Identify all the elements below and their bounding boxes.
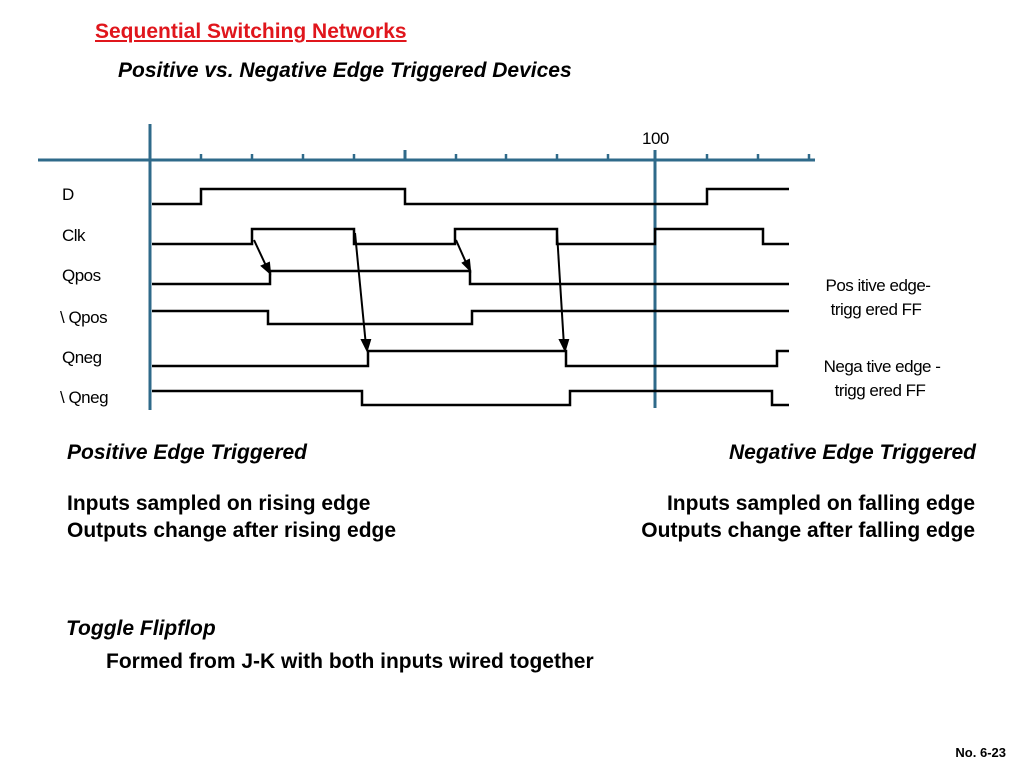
positive-line-2: Outputs change after rising edge [67, 519, 397, 542]
waveform-qneg [152, 349, 789, 368]
waveform-qpos [152, 269, 789, 286]
waveform-qpos-bar [152, 309, 789, 326]
timing-diagram: 100 D Clk Qpos \ Qpos Qneg \ Qneg Pos it… [38, 124, 941, 410]
arrow-neg-edge-2 [556, 232, 565, 347]
toggle-description: Formed from J-K with both inputs wired t… [106, 650, 594, 673]
signal-label-qpos-bar: \ Qpos [60, 308, 107, 327]
arrow-neg-edge-1 [354, 232, 367, 347]
slide-subtitle: Positive vs. Negative Edge Triggered Dev… [118, 59, 572, 82]
signal-label-qneg-bar: \ Qneg [60, 388, 108, 407]
negative-line-2: Outputs change after falling edge [641, 519, 975, 542]
annotation-positive-line2: trigg ered FF [831, 300, 922, 319]
negative-line-1: Inputs sampled on falling edge [666, 492, 975, 515]
arrowhead [558, 339, 570, 353]
negative-heading: Negative Edge Triggered [728, 441, 976, 464]
toggle-heading: Toggle Flipflop [66, 617, 216, 640]
waveform-d [152, 187, 789, 206]
positive-line-1: Inputs sampled on rising edge [67, 492, 371, 515]
arrowhead [461, 258, 472, 273]
annotation-negative-line1: Nega tive edge - [824, 357, 941, 376]
annotation-positive-line1: Pos itive edge- [826, 276, 931, 295]
marker-100-label: 100 [642, 129, 669, 148]
signal-label-qpos: Qpos [62, 266, 101, 285]
waveform-qneg-bar [152, 389, 789, 407]
waveform-clk [152, 227, 789, 246]
annotation-negative-line2: trigg ered FF [835, 381, 926, 400]
minor-ticks [199, 154, 811, 160]
positive-heading: Positive Edge Triggered [67, 441, 308, 464]
slide-title: Sequential Switching Networks [95, 20, 407, 43]
signal-label-qneg: Qneg [62, 348, 102, 367]
arrowhead [360, 339, 372, 353]
arrowhead [260, 261, 272, 276]
signal-label-d: D [62, 185, 74, 204]
slide-number: No. 6-23 [955, 745, 1006, 760]
signal-label-clk: Clk [62, 226, 86, 245]
